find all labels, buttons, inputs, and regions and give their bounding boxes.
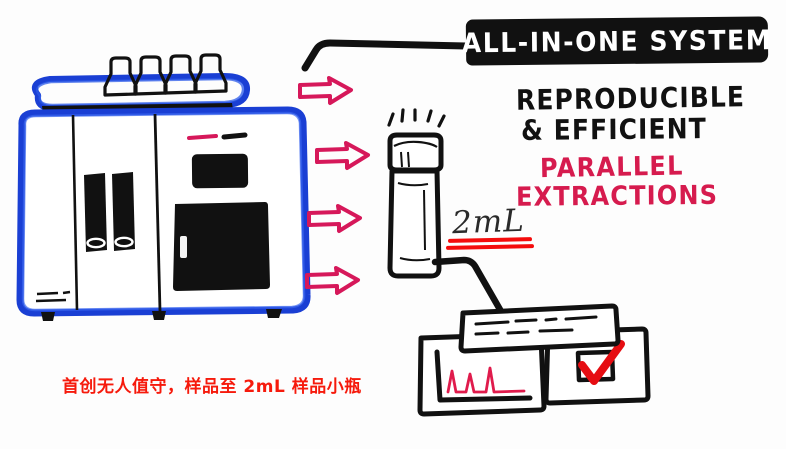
process-arrows bbox=[298, 76, 370, 295]
arrow-3 bbox=[307, 204, 362, 233]
headline-extractions: EXTRACTIONS bbox=[515, 179, 719, 213]
instrument-cylinders bbox=[84, 172, 135, 252]
chromatogram-trace bbox=[446, 366, 526, 394]
results-label-card bbox=[458, 303, 621, 354]
arrow-4 bbox=[305, 266, 360, 295]
instrument-divider-left bbox=[71, 114, 79, 311]
caption-chinese: 首创无人值守，样品至 2mL 样品小瓶 bbox=[62, 377, 362, 397]
vial-body bbox=[387, 168, 442, 279]
checkbox-outline bbox=[575, 349, 616, 383]
banner-connector-line bbox=[301, 39, 470, 72]
instrument-status-dashes bbox=[35, 290, 71, 303]
headline-reproducible: REPRODUCIBLE bbox=[515, 80, 746, 117]
results-connector-line bbox=[431, 256, 510, 324]
sample-vial-illustration bbox=[387, 108, 446, 279]
chromatogram-axes bbox=[434, 349, 533, 403]
vial-volume-label: 2mL bbox=[451, 202, 526, 242]
title-banner: ALL-IN-ONE SYSTEM bbox=[462, 16, 772, 66]
instrument-bottles bbox=[103, 53, 228, 97]
instrument-illustration bbox=[16, 53, 311, 321]
vial-sparkle-icon bbox=[387, 108, 446, 128]
arrow-1 bbox=[298, 76, 353, 105]
headline-parallel: PARALLEL bbox=[539, 150, 684, 184]
chromatogram-card bbox=[417, 331, 547, 417]
vial-cap bbox=[387, 132, 444, 173]
instrument-panels bbox=[173, 132, 270, 291]
title-banner-label: ALL-IN-ONE SYSTEM bbox=[461, 23, 773, 59]
checkmark-icon bbox=[578, 340, 625, 385]
arrow-2 bbox=[315, 141, 370, 170]
results-illustration bbox=[417, 303, 651, 417]
instrument-divider-right bbox=[153, 113, 162, 312]
headline-efficient: & EFFICIENT bbox=[520, 112, 707, 147]
instrument-feet bbox=[41, 309, 282, 321]
